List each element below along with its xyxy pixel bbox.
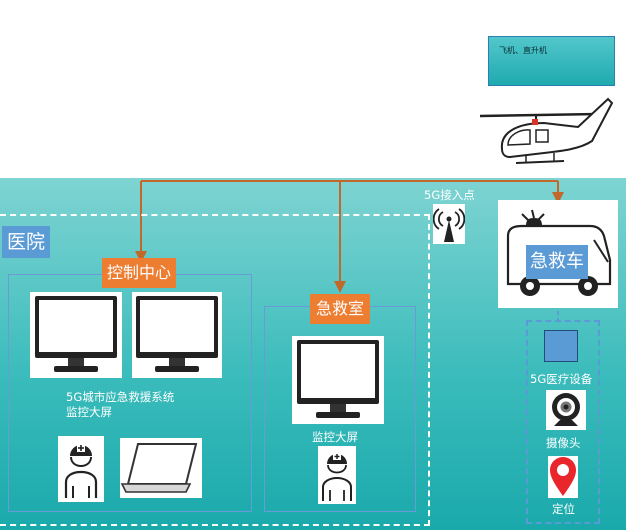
location-pin-icon [550, 457, 576, 496]
signal-tower-icon [432, 208, 466, 242]
device-label-camera: 摄像头 [546, 436, 581, 450]
control-monitor-right [132, 292, 222, 378]
control-monitor-left [30, 292, 122, 378]
emergency-room-monitor-tile [292, 336, 384, 424]
location-tile [548, 456, 578, 498]
helicopter-label-box: 飞机、直升机 [488, 36, 615, 86]
monitor-icon [136, 296, 218, 372]
emergency-doctor-tile [318, 446, 356, 504]
control-screen-caption: 5G城市应急救援系统 监控大屏 [66, 390, 174, 420]
camera-icon [552, 393, 580, 426]
monitor-icon [35, 296, 117, 372]
hospital-boundary [0, 214, 430, 526]
helicopter-image [479, 97, 616, 169]
control-screen-caption-line2: 监控大屏 [66, 405, 112, 419]
control-center-label: 控制中心 [102, 258, 176, 288]
camera-tile [546, 390, 586, 430]
hospital-label: 医院 [2, 226, 50, 258]
control-laptop-tile [120, 438, 202, 498]
emergency-room-label: 急救室 [310, 294, 370, 324]
helicopter-icon [479, 97, 614, 164]
access-point-tile [432, 204, 466, 244]
control-doctor-tile [58, 436, 104, 502]
laptop-icon [120, 443, 198, 493]
ambulance-label: 急救车 [526, 245, 588, 279]
monitor-icon [297, 340, 379, 418]
control-screen-caption-line1: 5G城市应急救援系统 [66, 390, 175, 404]
doctor-icon [322, 453, 352, 501]
helicopter-label: 飞机、直升机 [499, 46, 547, 55]
ambulance-devices-frame [526, 320, 600, 524]
access-point-label: 5G接入点 [424, 188, 475, 202]
emergency-room-caption: 监控大屏 [312, 430, 358, 444]
doctor-icon [64, 444, 98, 498]
device-label-medical: 5G医疗设备 [530, 372, 593, 386]
device-label-location: 定位 [552, 502, 575, 516]
medical-device-icon [544, 330, 578, 362]
